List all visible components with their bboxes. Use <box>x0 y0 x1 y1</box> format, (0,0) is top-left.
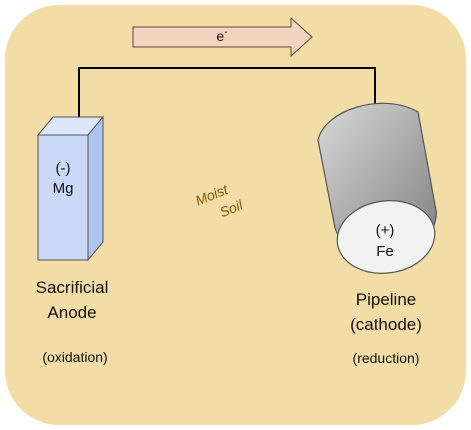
anode-front-face <box>37 134 89 261</box>
anode-process: (oxidation) <box>42 349 107 365</box>
cathode-name-line2: (cathode) <box>350 315 422 334</box>
electron-arrow-shape <box>132 16 313 58</box>
anode-charge: (-) <box>56 160 71 177</box>
cathode-charge: (+) <box>376 222 395 239</box>
anode-name-line1: Sacrificial <box>36 278 109 297</box>
cathode-element: Fe <box>376 243 394 260</box>
electron-flow-arrow: e- <box>132 16 313 58</box>
anode-element: Mg <box>53 180 74 197</box>
cathode-name-line1: Pipeline <box>356 290 417 309</box>
cathode-process: (reduction) <box>353 350 420 366</box>
sacrificial-anode-block: (-) Mg <box>36 115 105 262</box>
connecting-wire <box>78 67 376 133</box>
anode-side-face <box>87 115 104 262</box>
anode-name-line2: Anode <box>47 303 96 322</box>
pipeline-cathode-cylinder: (+) Fe <box>317 102 437 274</box>
pipeline-end-face <box>336 200 436 274</box>
electron-label: e- <box>216 27 227 44</box>
